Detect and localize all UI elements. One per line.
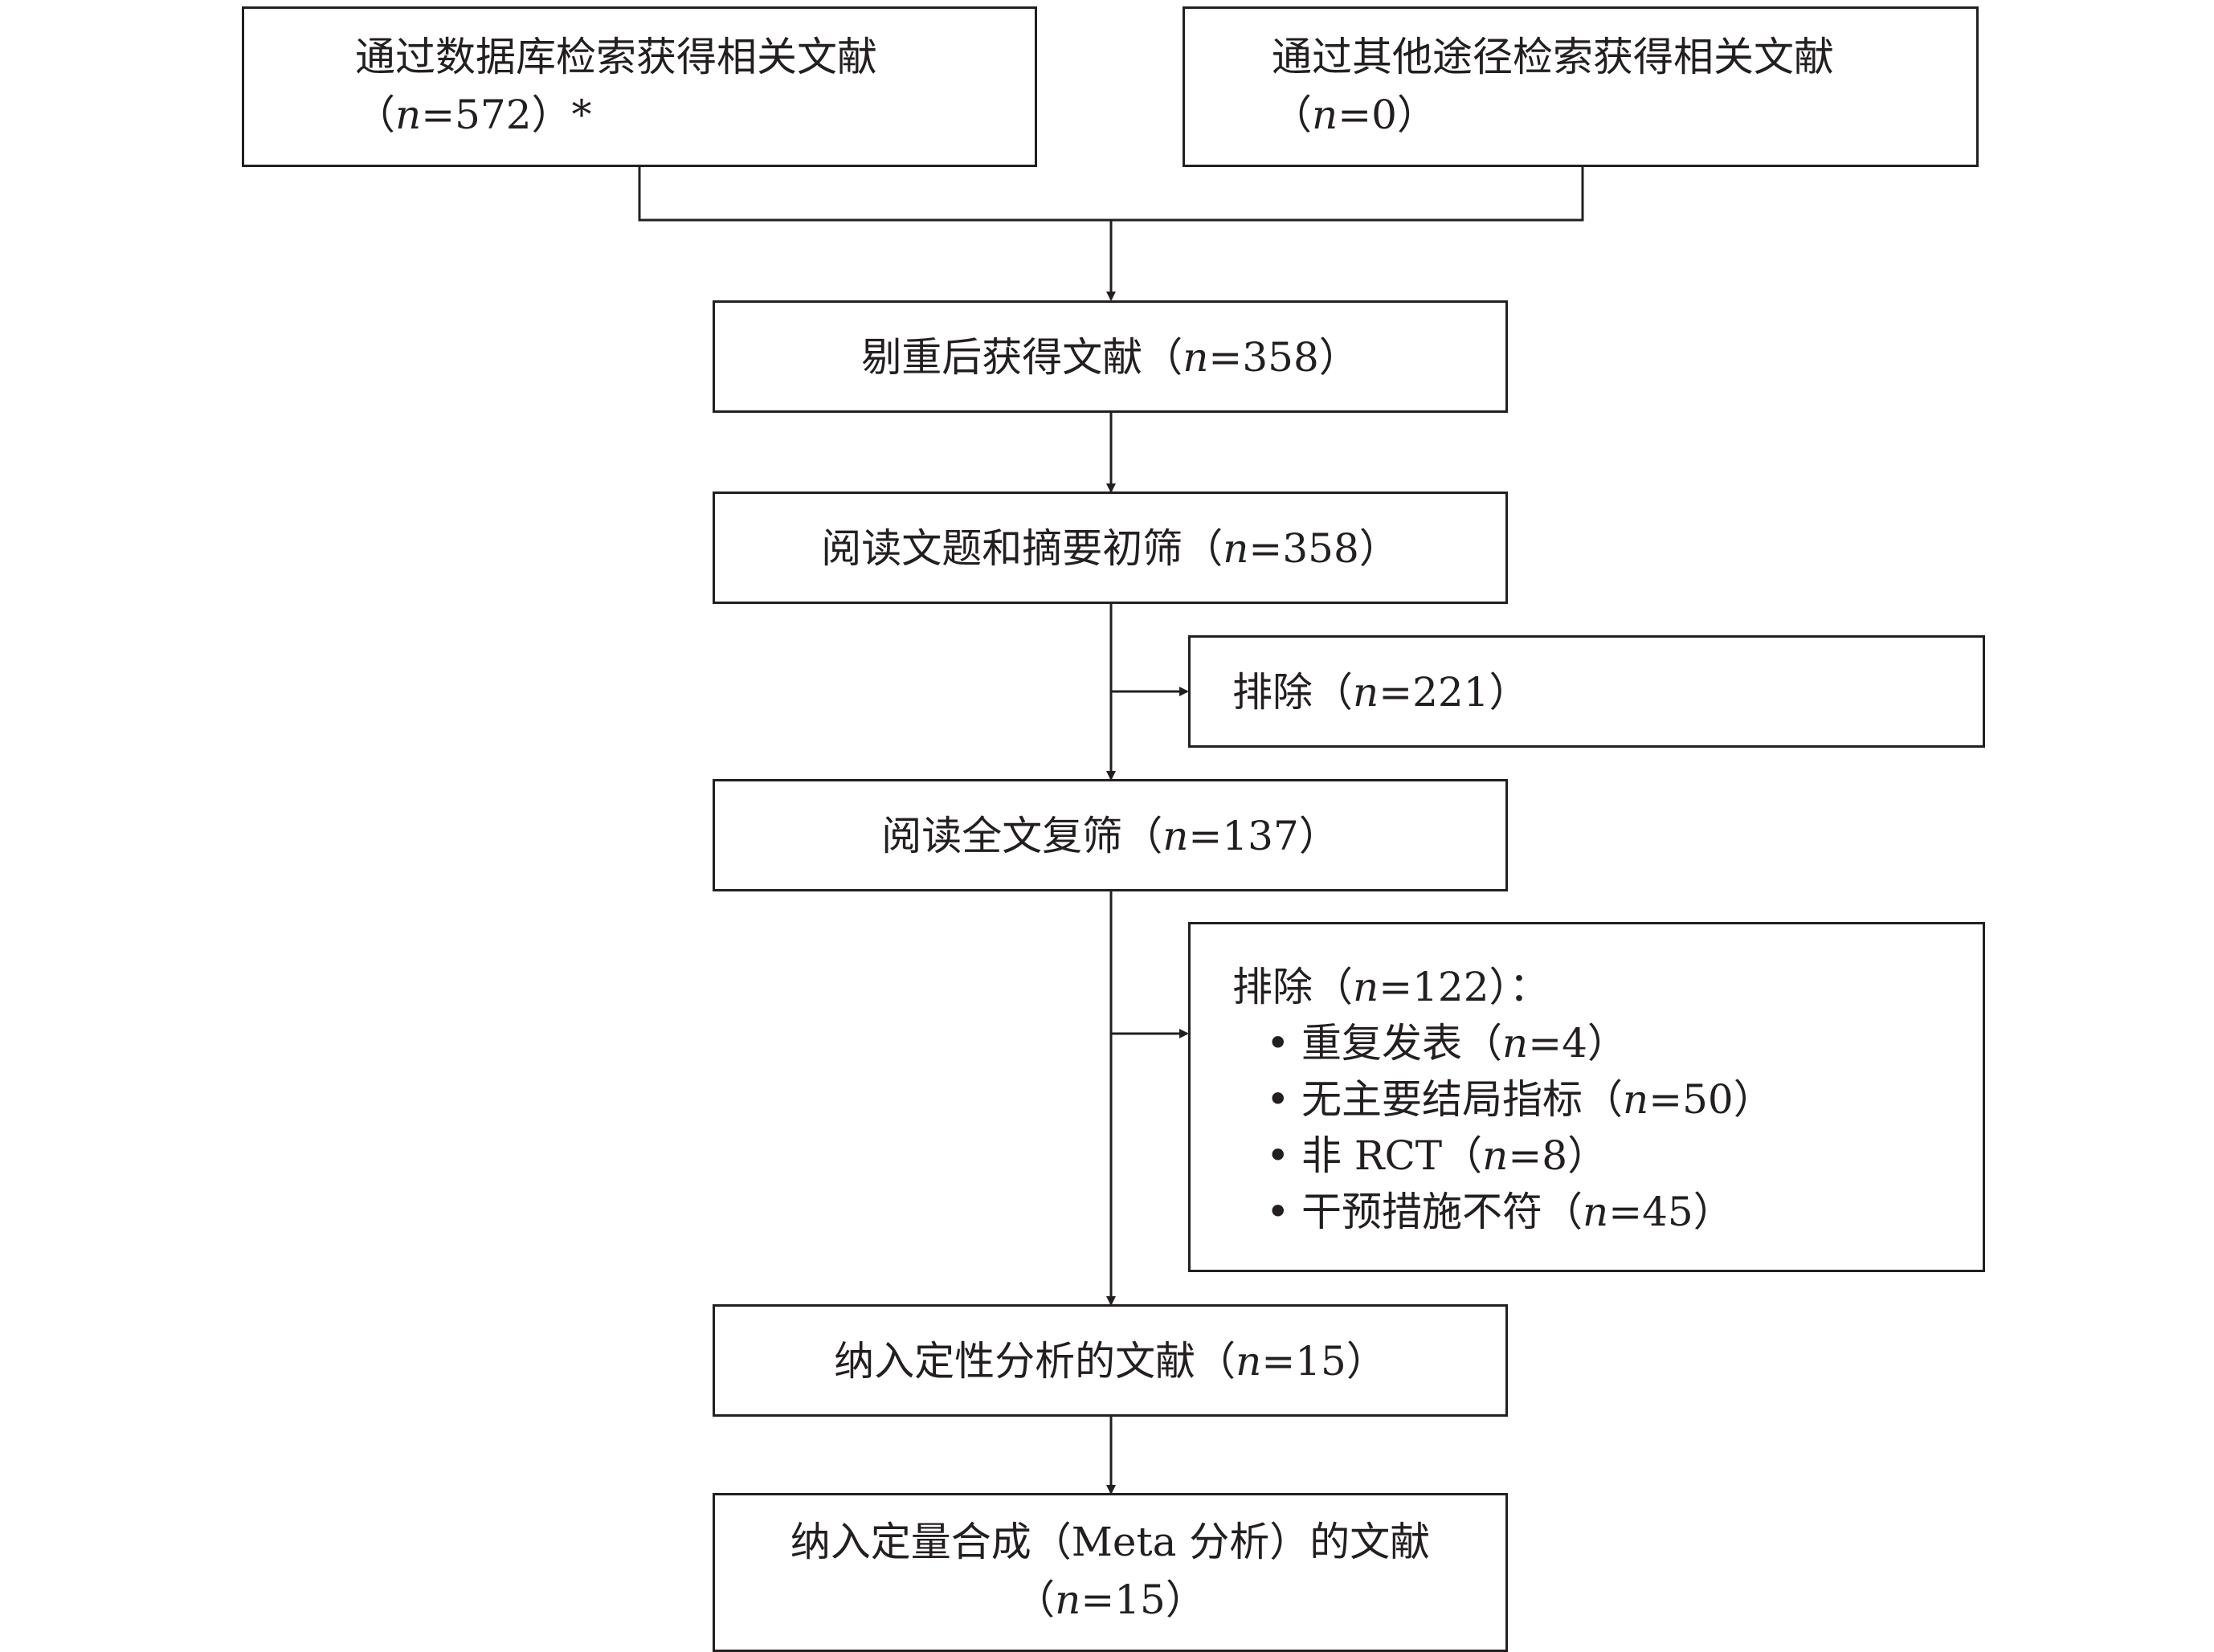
- other-search-count: （n=0）: [1272, 92, 1437, 138]
- excluded-2-box: 排除（n=122）： •重复发表（n=4） •无主要结局指标（n=50） •非 …: [1188, 922, 1985, 1272]
- db-search-title: 通过数据库检索获得相关文献: [355, 34, 877, 80]
- quantitative-count: （n=15）: [1015, 1577, 1206, 1623]
- quantitative-title: 纳入定量合成（Meta 分析）的文献: [790, 1519, 1431, 1565]
- other-search-box: 通过其他途径检索获得相关文献 （n=0）: [1183, 6, 1979, 167]
- other-search-title: 通过其他途径检索获得相关文献: [1272, 34, 1834, 80]
- db-search-box: 通过数据库检索获得相关文献 （n=572）*: [242, 6, 1037, 167]
- exclusion-reason-item: •非 RCT（n=8）: [1266, 1132, 1608, 1179]
- excluded-1-box: 排除（n=221）: [1188, 635, 1985, 748]
- title-abstract-label: 阅读文题和摘要初筛（n=358）: [821, 525, 1399, 572]
- exclusion-reason-item: •重复发表（n=4）: [1266, 1020, 1628, 1067]
- dedup-label: 剔重后获得文献（n=358）: [861, 334, 1359, 381]
- qualitative-label: 纳入定性分析的文献（n=15）: [834, 1338, 1387, 1385]
- exclusion-reason-item: •干预措施不符（n=45）: [1266, 1189, 1734, 1235]
- excluded-1-label: 排除（n=221）: [1232, 669, 1530, 716]
- excluded-2-label: 排除（n=122）：: [1232, 964, 1550, 1010]
- qualitative-box: 纳入定性分析的文献（n=15）: [713, 1304, 1508, 1417]
- title-abstract-box: 阅读文题和摘要初筛（n=358）: [713, 492, 1508, 604]
- dedup-box: 剔重后获得文献（n=358）: [713, 300, 1508, 413]
- db-search-count: （n=572）*: [355, 92, 592, 138]
- exclusion-reason-item: •无主要结局指标（n=50）: [1266, 1076, 1774, 1123]
- merge-connector: [638, 166, 1584, 222]
- fulltext-box: 阅读全文复筛（n=137）: [713, 779, 1508, 891]
- quantitative-box: 纳入定量合成（Meta 分析）的文献 （n=15）: [713, 1493, 1508, 1652]
- fulltext-label: 阅读全文复筛（n=137）: [881, 813, 1339, 859]
